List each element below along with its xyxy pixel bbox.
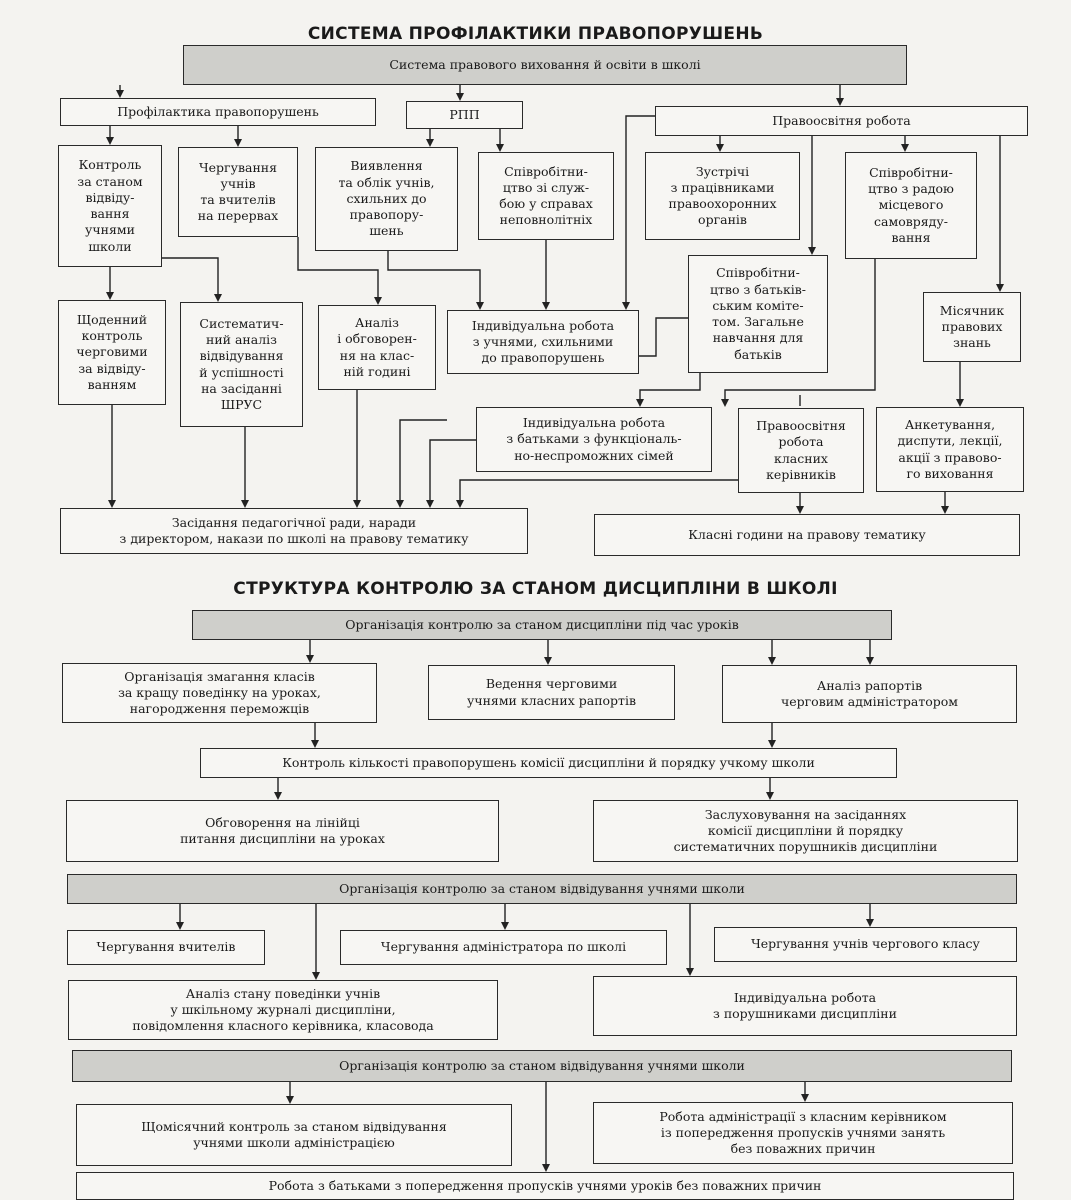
box-indyvidualna-robota-batky: Індивідуальна робота з батьками з функці… xyxy=(476,407,712,472)
box-spivrobitnytstvo-rada: Співробітни- цтво з радою місцевого само… xyxy=(845,152,977,259)
box-zasidannia-pedradady: Засідання педагогічної ради, наради з ди… xyxy=(60,508,528,554)
box-shchomisiachnyi-kontrol: Щомісячний контроль за станом відвідуван… xyxy=(76,1104,512,1166)
box-klasni-hodyny: Класні години на правову тематику xyxy=(594,514,1020,556)
box-zustrichi-pravookhoronni-orhany: Зустрічі з працівниками правоохоронних о… xyxy=(645,152,800,240)
box-cherhuvannia-administratora: Чергування адміністратора по школі xyxy=(340,930,667,965)
box-anketuvannia: Анкетування, диспути, лекції, акції з пр… xyxy=(876,407,1024,492)
box-cherhuvannia-uchniv-klasu: Чергування учнів чергового класу xyxy=(714,927,1017,962)
box-indyvidualna-robota-uchni: Індивідуальна робота з учнями, схильними… xyxy=(447,310,639,374)
box-kontrol-vidviduvannia: Контроль за станом відвіду- вання учнями… xyxy=(58,145,162,267)
section1-title: СИСТЕМА ПРОФІЛАКТИКИ ПРАВОПОРУШЕНЬ xyxy=(307,24,764,44)
box-rpp: РПП xyxy=(406,101,523,129)
box-orhanizatsiia-vidviduvannia-1: Організація контролю за станом відвідува… xyxy=(67,874,1017,904)
box-robota-administratsii: Робота адміністрації з класним керівнико… xyxy=(593,1102,1013,1164)
box-spivrobitnytstvo-sluzhba: Співробітни- цтво зі служ- бою у справах… xyxy=(478,152,614,240)
box-shchodennyi-kontrol: Щоденний контроль черговими за відвіду- … xyxy=(58,300,166,405)
box-system-pravovoho-vykhovannia: Система правового виховання й освіти в ш… xyxy=(183,45,907,85)
box-obhovorennia-na-liniitsi: Обговорення на лінійці питання дисциплін… xyxy=(66,800,499,862)
box-zasluhovuvannia: Заслуховування на засіданнях комісії дис… xyxy=(593,800,1018,862)
box-indyvidualna-robota-porushnyky: Індивідуальна робота з порушниками дисци… xyxy=(593,976,1017,1036)
box-vedennia-raportiv: Ведення черговими учнями класних рапорті… xyxy=(428,665,675,720)
box-spivrobitnytstvo-batkivskyi-komitet: Співробітни- цтво з батьків- ським коміт… xyxy=(688,255,828,373)
box-vyiavlennia-obl-uchniv: Виявлення та облік учнів, схильних до пр… xyxy=(315,147,458,251)
box-cherguvannia-uchniv: Чергування учнів та вчителів на перервах xyxy=(178,147,298,237)
box-analiz-stanu-povedinky: Аналіз стану поведінки учнів у шкільному… xyxy=(68,980,498,1040)
box-cherhuvannia-vchyteliv: Чергування вчителів xyxy=(67,930,265,965)
box-orhanizatsiia-vidviduvannia-2: Організація контролю за станом відвідува… xyxy=(72,1050,1012,1082)
box-systematychnyi-analiz: Систематич- ний аналіз відвідування й ус… xyxy=(180,302,303,427)
box-robota-z-batkamy: Робота з батьками з попередження пропуск… xyxy=(76,1172,1014,1200)
box-pravoosvitnia-robota-kerivnykiv: Правоосвітня робота класних керівників xyxy=(738,408,864,493)
box-profilaktyka-pravoporushen: Профілактика правопорушень xyxy=(60,98,376,126)
box-analiz-obhovorennia: Аналіз і обговорен- ня на клас- ній годи… xyxy=(318,305,436,390)
box-analiz-raportiv: Аналіз рапортів черговим адміністратором xyxy=(722,665,1017,723)
box-kontrol-kilkosti-pravoporushen: Контроль кількості правопорушень комісії… xyxy=(200,748,897,778)
section2-title: СТРУКТУРА КОНТРОЛЮ ЗА СТАНОМ ДИСЦИПЛІНИ … xyxy=(233,579,838,599)
box-misiachnyk-pravovykh-znan: Місячник правових знань xyxy=(923,292,1021,362)
box-orhanizatsiia-zmahannia: Організація змагання класів за кращу пов… xyxy=(62,663,377,723)
box-orhanizatsiia-kontroliu-urokiv: Організація контролю за станом дисциплін… xyxy=(192,610,892,640)
box-pravoosvitnia-robota: Правоосвітня робота xyxy=(655,106,1028,136)
